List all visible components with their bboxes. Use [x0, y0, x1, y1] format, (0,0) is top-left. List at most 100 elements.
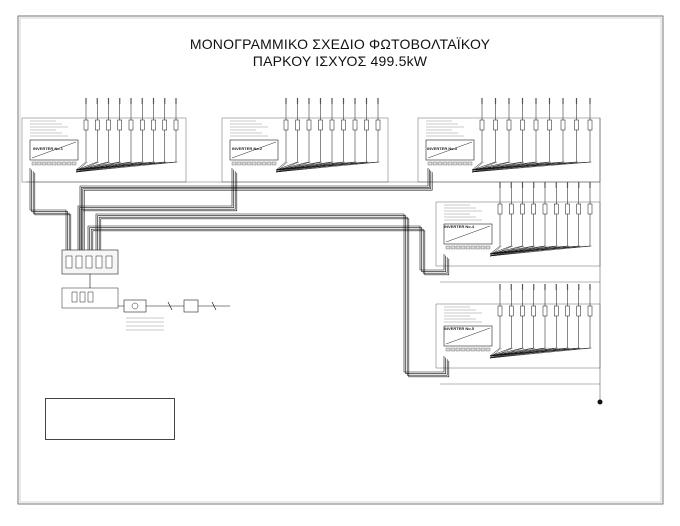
string-fuse: [352, 119, 358, 131]
terminal: [480, 245, 486, 250]
string-fan-line: [471, 161, 498, 173]
string-fuse: [295, 119, 300, 131]
string-fuse: [509, 203, 514, 215]
string-fuse: [479, 119, 485, 131]
inverter-label-4: INVERTER No.4: [444, 224, 475, 229]
string-fuse: [587, 203, 593, 215]
string-fuse: [364, 119, 369, 131]
terminal: [485, 245, 491, 250]
ac-breaker: [105, 255, 113, 269]
string-fan-line: [275, 161, 310, 171]
terminal: [460, 347, 466, 352]
string-fuse: [341, 119, 346, 131]
string-fan-line: [489, 245, 536, 257]
string-fan-line: [489, 245, 534, 255]
ac-breaker: [85, 255, 93, 269]
string-fan-line: [489, 245, 501, 255]
terminal: [246, 161, 252, 166]
inverter-label-2: INVERTER No.2: [232, 146, 263, 151]
string-fan-line: [489, 245, 591, 255]
string-fan-line: [75, 161, 109, 171]
terminal: [485, 347, 491, 352]
string-fuse: [140, 119, 145, 131]
feeder-inverter-2: [77, 168, 233, 250]
terminal: [61, 161, 67, 166]
terminal: [236, 161, 242, 166]
inverter-group-2: [221, 98, 389, 183]
terminal: [271, 161, 277, 166]
string-fan-line: [489, 347, 502, 359]
terminal: [442, 161, 448, 166]
terminal: [445, 245, 451, 250]
string-fuse: [283, 119, 289, 131]
terminal: [36, 161, 42, 166]
terminal: [251, 161, 257, 166]
string-fan-line: [471, 161, 592, 173]
feeder-inverter-1: [31, 169, 68, 252]
string-fan-line: [489, 347, 592, 359]
terminal: [470, 347, 476, 352]
inverter-symbol-diagonal: [427, 141, 473, 159]
ac-breaker: [65, 255, 73, 269]
string-fan-line: [471, 161, 484, 173]
string-fuse: [375, 119, 381, 131]
string-fuse: [493, 119, 498, 131]
inverter-group-1: [21, 98, 187, 183]
feeder-inverter-4: [87, 225, 445, 271]
meter-symbol: [131, 302, 139, 310]
string-fuse: [509, 305, 514, 317]
feeder-inverter-5: [98, 216, 448, 376]
terminal: [452, 161, 458, 166]
feeder-inverter-5: [95, 213, 445, 373]
string-fan-line: [471, 161, 591, 171]
terminal: [455, 347, 461, 352]
feeder-inverter-4: [90, 228, 448, 274]
inverter-symbol-diagonal: [445, 327, 491, 345]
inverter-symbol-diagonal: [231, 141, 277, 159]
feeder-inverter-5: [100, 218, 450, 378]
terminal: [66, 161, 72, 166]
string-fan-line: [275, 161, 379, 171]
string-fan-line: [75, 161, 120, 171]
string-fan-line: [489, 347, 523, 357]
string-fan-line: [275, 161, 287, 171]
string-fuse: [531, 305, 536, 317]
feeder-inverter-3: [83, 172, 433, 255]
inverter-group-4: [435, 182, 601, 267]
string-fuse: [520, 203, 525, 215]
terminal: [71, 161, 77, 166]
string-fan-line: [489, 245, 523, 255]
string-fuse: [128, 119, 134, 131]
terminal: [31, 161, 37, 166]
terminal: [437, 161, 443, 166]
main-breaker: [79, 291, 86, 303]
terminal: [41, 161, 47, 166]
feeder-inverter-3: [79, 168, 429, 250]
inverter-label-5: INVERTER No.5: [444, 326, 475, 331]
terminal: [261, 161, 267, 166]
string-fuse: [587, 305, 593, 317]
terminal: [457, 161, 463, 166]
string-fuse: [497, 203, 503, 215]
string-fuse: [497, 305, 503, 317]
terminal: [480, 347, 486, 352]
main-breaker: [87, 291, 94, 303]
inverter-group-3: [417, 98, 601, 183]
string-fuse: [162, 119, 167, 131]
string-fan-line: [471, 161, 523, 171]
feeder-inverter-4: [92, 230, 450, 276]
terminal: [475, 245, 481, 250]
feeder-inverter-1: [34, 172, 72, 255]
string-fuse: [576, 203, 581, 215]
string-fan-line: [489, 347, 512, 357]
feeder-inverter-4: [89, 227, 446, 272]
string-fuse: [565, 305, 570, 317]
string-fuse: [542, 203, 548, 215]
string-fuse: [106, 119, 111, 131]
string-fan-line: [75, 161, 122, 173]
string-fan-line: [489, 347, 536, 359]
string-fan-line: [275, 161, 288, 173]
terminal: [450, 245, 456, 250]
drawing-subtitle: ΠΑΡΚΟΥ ΙΣΧΥΟΣ 499.5kW: [252, 53, 428, 69]
